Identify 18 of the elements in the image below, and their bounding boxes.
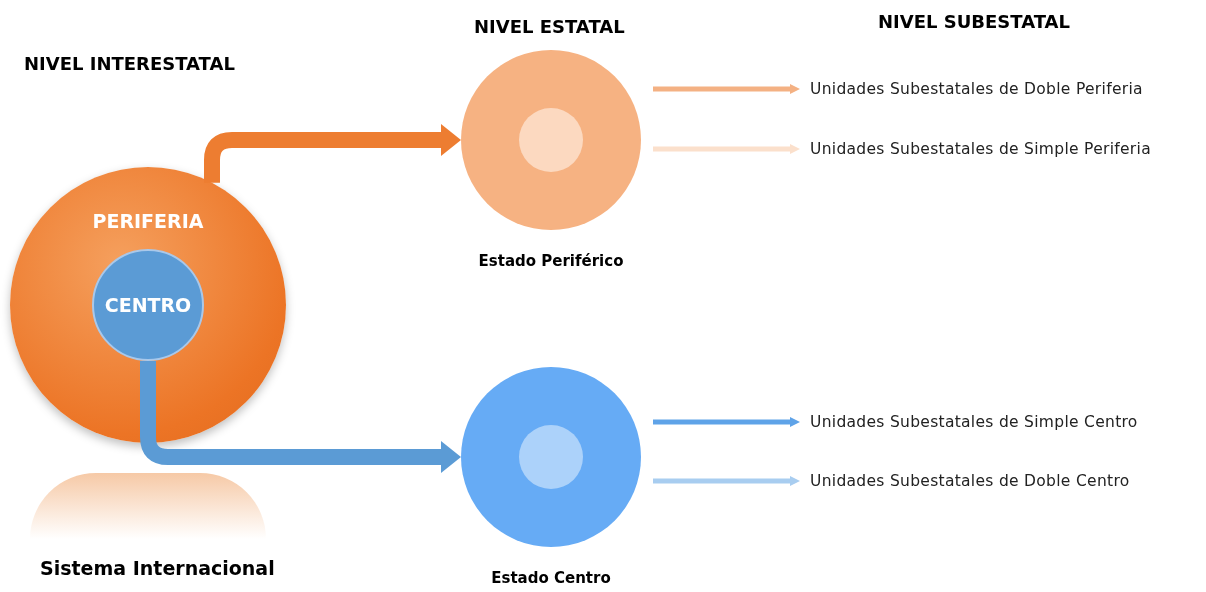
circle-label: CENTRO — [104, 292, 192, 318]
system-caption: Sistema Internacional — [40, 556, 275, 581]
level-heading: NIVEL SUBESTATAL — [878, 10, 1070, 34]
level-heading: NIVEL ESTATAL — [474, 15, 625, 39]
circle-label: PERIFERIA — [92, 209, 204, 234]
text-label: Unidades Subestatales de Simple Centro — [810, 411, 1206, 433]
arrow — [204, 124, 461, 183]
arrow — [653, 144, 800, 154]
text-label: Unidades Subestatales de Doble Centro — [810, 470, 1206, 492]
arrow — [653, 417, 800, 427]
arrow — [140, 361, 461, 473]
text-label: Unidades Subestatales de Doble Periferia — [810, 78, 1206, 100]
level-heading: NIVEL INTERESTATAL — [24, 52, 235, 76]
arrow — [653, 84, 800, 94]
circle-caption: Estado Centro — [491, 568, 611, 589]
circle-caption: Estado Periférico — [478, 251, 624, 272]
text-label: Unidades Subestatales de Simple Periferia — [810, 138, 1206, 160]
arrow — [653, 476, 800, 486]
